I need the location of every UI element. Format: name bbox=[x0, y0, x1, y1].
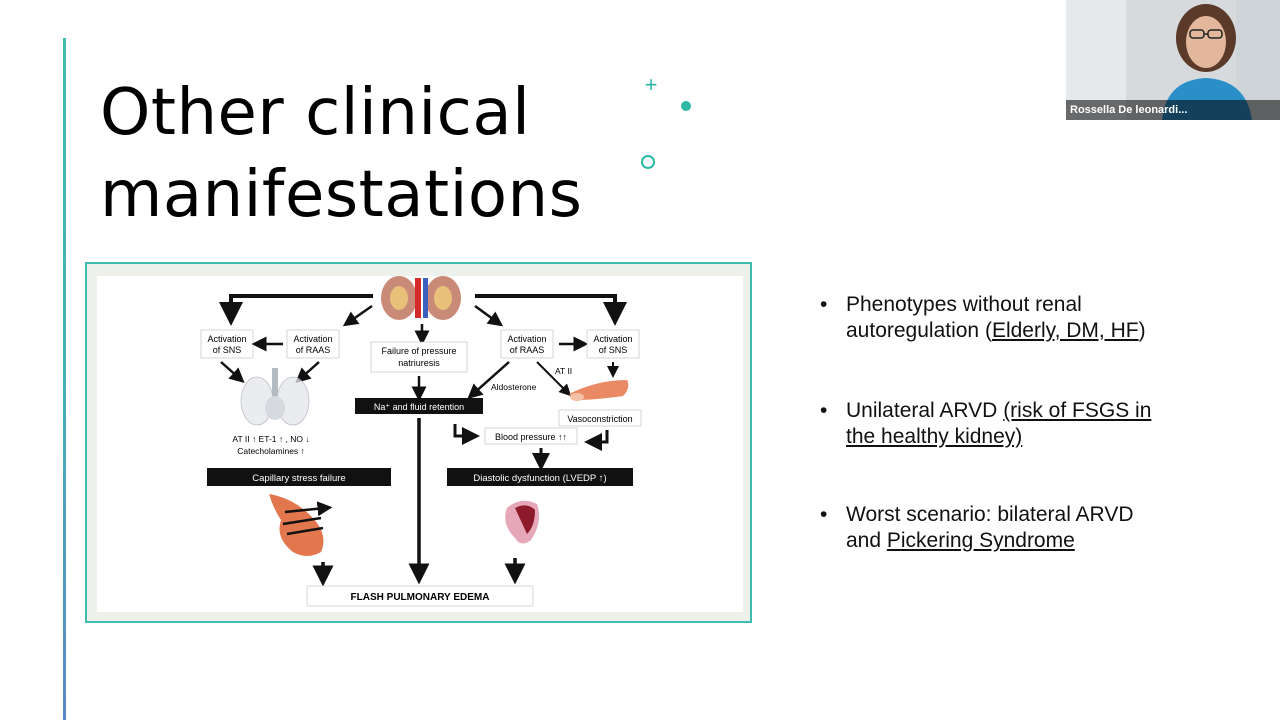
accent-bar bbox=[63, 38, 66, 720]
svg-text:of SNS: of SNS bbox=[213, 345, 242, 355]
svg-text:Activation: Activation bbox=[593, 334, 632, 344]
svg-text:Blood pressure ↑↑: Blood pressure ↑↑ bbox=[495, 432, 567, 442]
svg-text:Activation: Activation bbox=[207, 334, 246, 344]
box-na-retention: Na⁺ and fluid retention bbox=[355, 398, 483, 414]
svg-text:Activation: Activation bbox=[293, 334, 332, 344]
participant-name: Rossella De leonardi... bbox=[1066, 100, 1280, 120]
title-line-1: Other clinical bbox=[100, 76, 531, 150]
bullet-dot-icon: • bbox=[820, 399, 828, 422]
diagram-frame: Activation of SNS Activation of RAAS Fai… bbox=[85, 262, 752, 623]
flowchart-svg: Activation of SNS Activation of RAAS Fai… bbox=[200, 276, 642, 607]
svg-text:Vasoconstriction: Vasoconstriction bbox=[567, 414, 632, 424]
svg-text:of RAAS: of RAAS bbox=[510, 345, 545, 355]
box-capillary-stress: Capillary stress failure bbox=[207, 468, 391, 486]
label-at2: AT II bbox=[555, 366, 572, 376]
box-activation-sns-right: Activation of SNS bbox=[586, 329, 640, 359]
box-activation-raas-right: Activation of RAAS bbox=[500, 329, 554, 359]
heart-icon bbox=[505, 500, 539, 544]
dot-decoration-icon bbox=[681, 101, 691, 111]
bullet-3-line-1: Worst scenario: bilateral ARVD bbox=[846, 503, 1134, 526]
bullet-2-line-1: Unilateral ARVD (risk of FSGS in bbox=[846, 399, 1152, 422]
svg-text:of SNS: of SNS bbox=[599, 345, 628, 355]
bullet-3-line-2: and Pickering Syndrome bbox=[846, 529, 1075, 552]
svg-text:Capillary stress failure: Capillary stress failure bbox=[252, 473, 345, 484]
plus-decoration-icon: + bbox=[644, 72, 658, 97]
box-flash-pulmonary-edema: FLASH PULMONARY EDEMA bbox=[306, 585, 534, 607]
svg-text:Activation: Activation bbox=[507, 334, 546, 344]
label-aldosterone: Aldosterone bbox=[491, 382, 537, 392]
box-vasoconstriction: Vasoconstriction bbox=[558, 409, 642, 427]
kidneys-icon bbox=[381, 276, 461, 320]
bullet-dot-icon: • bbox=[820, 293, 828, 316]
mediators-line-1: AT II ↑ ET-1 ↑ , NO ↓ bbox=[232, 434, 309, 444]
bullet-1-line-1: Phenotypes without renal bbox=[846, 293, 1082, 316]
svg-text:Failure of pressure: Failure of pressure bbox=[381, 346, 456, 356]
alveoli-icon bbox=[269, 494, 333, 556]
svg-text:Diastolic dysfunction (LVEDP ↑: Diastolic dysfunction (LVEDP ↑) bbox=[473, 473, 606, 484]
box-activation-raas-left: Activation of RAAS bbox=[286, 329, 340, 359]
ring-decoration-icon bbox=[641, 155, 655, 169]
svg-text:FLASH PULMONARY EDEMA: FLASH PULMONARY EDEMA bbox=[351, 592, 490, 603]
blood-vessel-icon bbox=[569, 380, 629, 401]
box-blood-pressure: Blood pressure ↑↑ bbox=[484, 427, 578, 445]
box-activation-sns-left: Activation of SNS bbox=[200, 329, 254, 359]
svg-text:Na⁺ and fluid retention: Na⁺ and fluid retention bbox=[374, 402, 464, 412]
bullet-dot-icon: • bbox=[820, 503, 828, 526]
title-line-2: manifestations bbox=[100, 158, 583, 232]
box-failure-pressure: Failure of pressure natriuresis bbox=[370, 341, 468, 373]
svg-text:of RAAS: of RAAS bbox=[296, 345, 331, 355]
diagram: Activation of SNS Activation of RAAS Fai… bbox=[97, 276, 743, 612]
heart-lungs-icon bbox=[240, 368, 310, 426]
bullet-2-line-2: the healthy kidney) bbox=[846, 425, 1023, 448]
box-diastolic-dysfunction: Diastolic dysfunction (LVEDP ↑) bbox=[447, 468, 633, 486]
slide-title: Other clinical manifestations bbox=[100, 72, 582, 236]
svg-text:natriuresis: natriuresis bbox=[398, 358, 440, 368]
mediators-line-2: Catecholamines ↑ bbox=[237, 446, 305, 456]
bullet-1-line-2: autoregulation (Elderly, DM, HF) bbox=[846, 319, 1146, 342]
